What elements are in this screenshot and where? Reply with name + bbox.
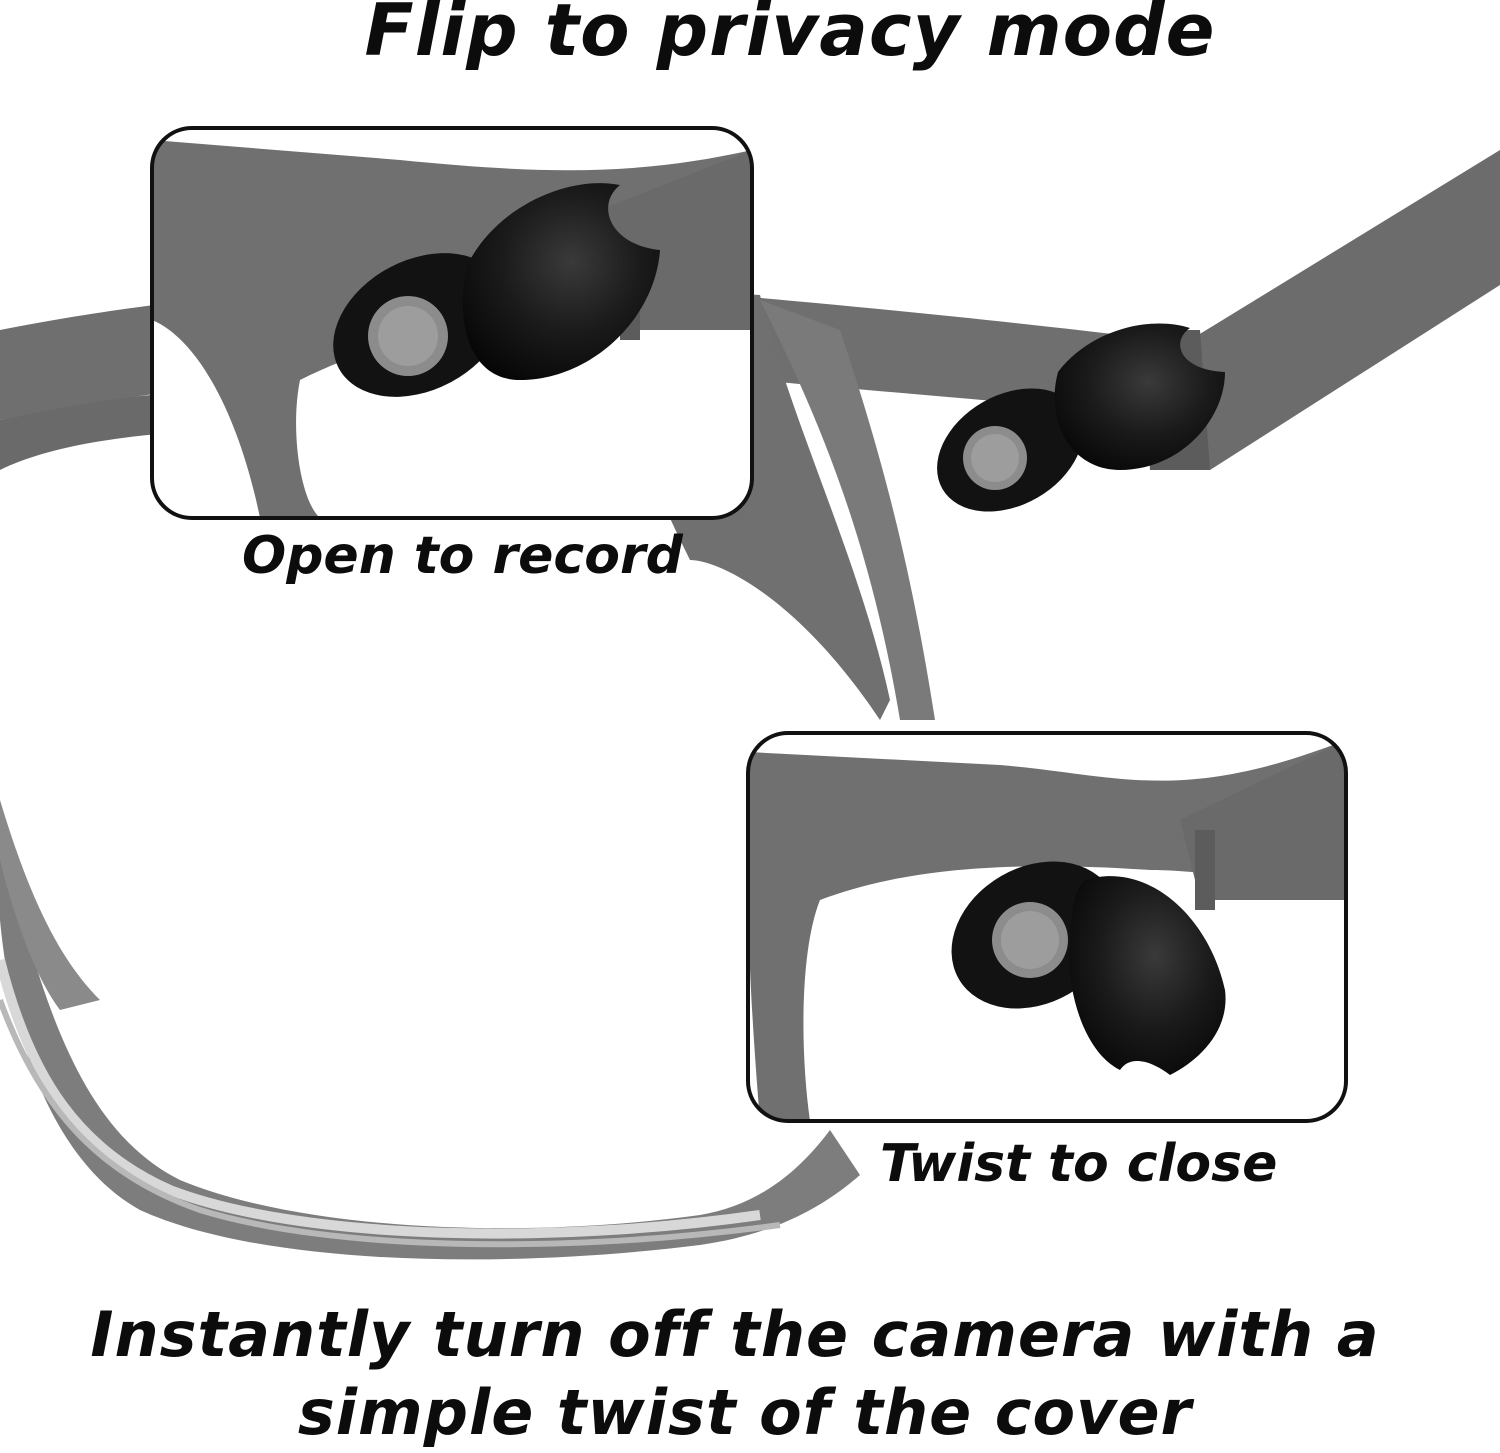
- open-caption: Open to record: [242, 526, 683, 586]
- camera-cover-icon: [937, 323, 1225, 512]
- open-callout: [150, 126, 754, 520]
- bottom-text-line-1: Instantly turn off the camera with a: [90, 1298, 1380, 1371]
- close-caption: Twist to close: [880, 1134, 1278, 1194]
- headline: Flip to privacy mode: [364, 0, 1216, 72]
- bottom-text-line-2: simple twist of the cover: [297, 1376, 1193, 1449]
- close-callout: [746, 731, 1348, 1123]
